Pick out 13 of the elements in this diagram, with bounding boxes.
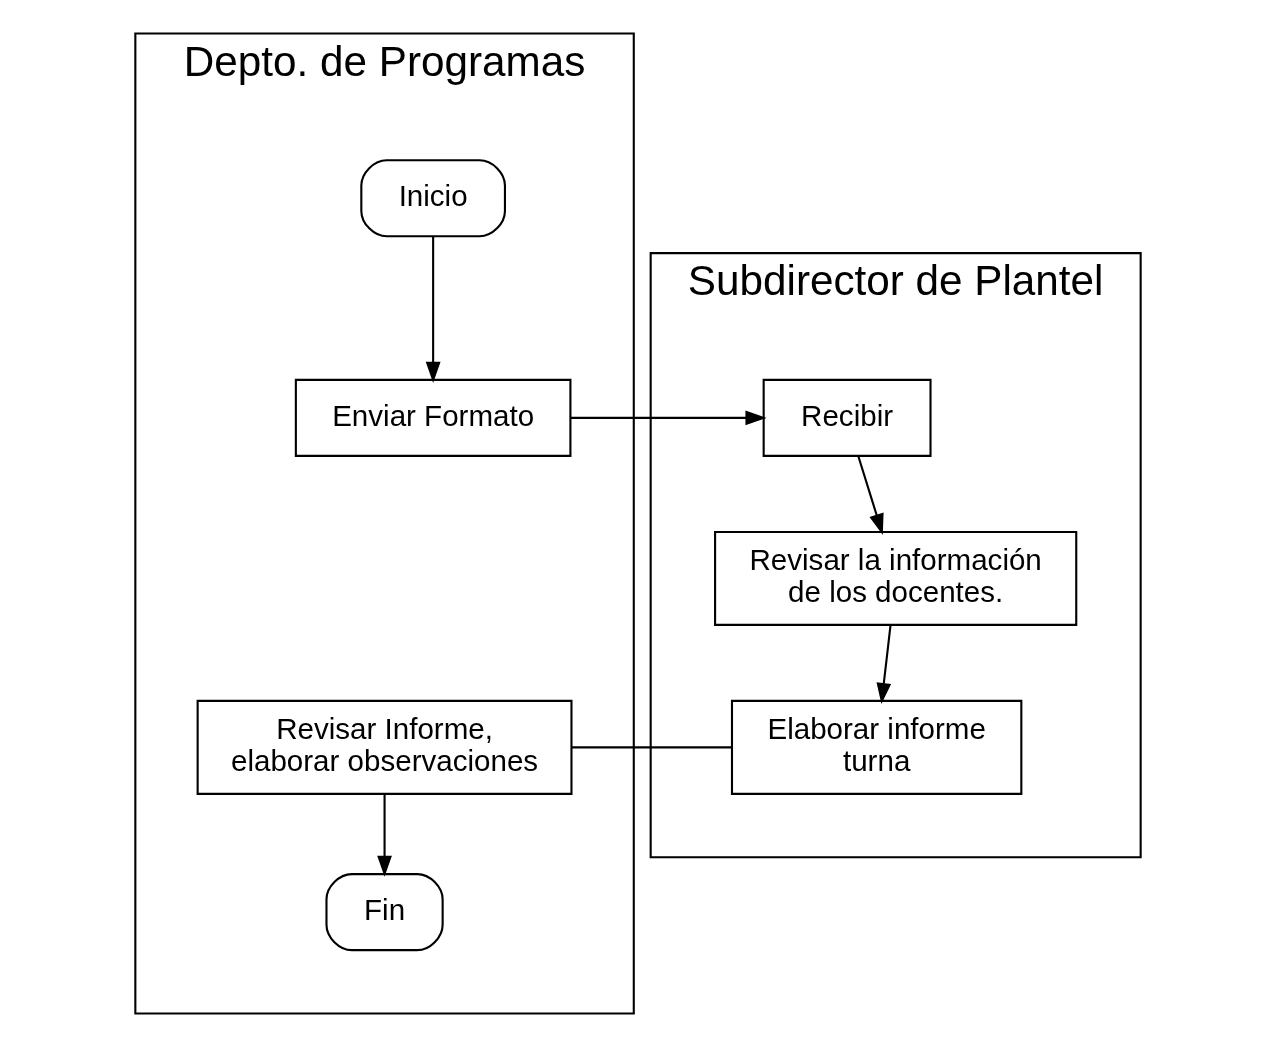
arrow	[876, 625, 892, 705]
node-box: Recibir	[762, 378, 932, 457]
arrow	[425, 236, 441, 383]
node-box: Enviar Formato	[294, 378, 572, 457]
node-box: Fin	[325, 873, 444, 952]
node-box: Elaborar informe turna	[730, 699, 1023, 795]
node-box: Inicio	[360, 159, 506, 238]
arrow	[857, 455, 884, 535]
node-box: Revisar la información de los docentes.	[714, 530, 1078, 626]
arrow	[377, 794, 392, 877]
connector	[572, 746, 732, 749]
node-box: Revisar Informe, elaborar observaciones	[196, 699, 573, 795]
arrow	[570, 410, 767, 426]
